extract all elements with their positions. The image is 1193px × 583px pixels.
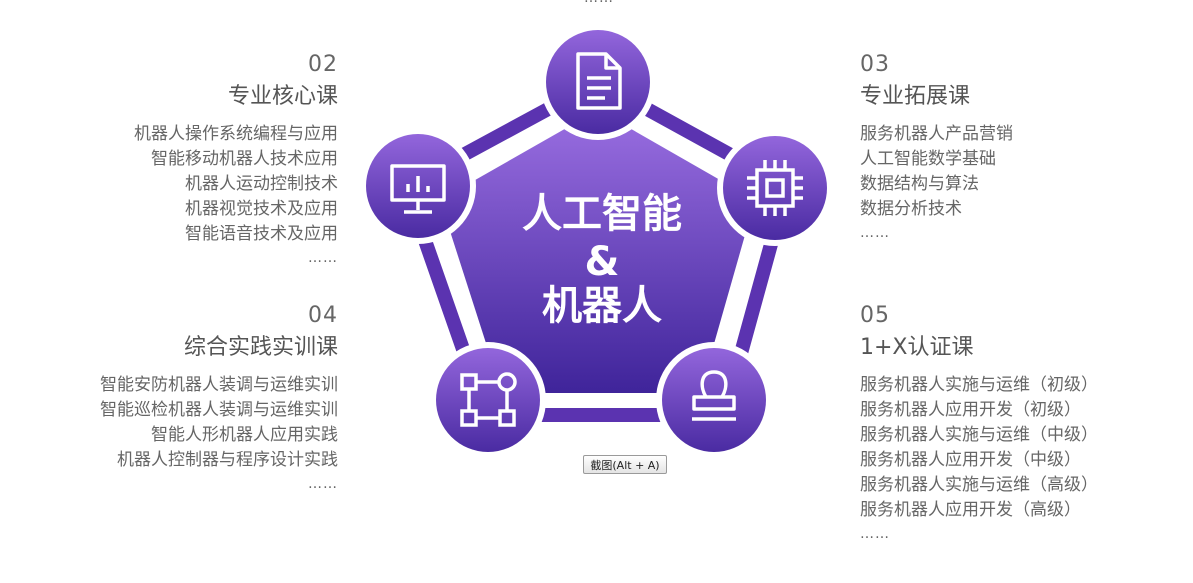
top-ellipsis: …… bbox=[584, 0, 614, 6]
center-title-line1: 人工智能 bbox=[522, 191, 682, 237]
block-title: 综合实践实训课 bbox=[183, 335, 338, 360]
node-stamp bbox=[656, 342, 772, 458]
list-item: 服务机器人产品营销 bbox=[860, 124, 1013, 144]
document-icon bbox=[576, 52, 622, 110]
monitor-chart-icon bbox=[390, 164, 446, 214]
course-list: 智能安防机器人装调与运维实训 智能巡检机器人装调与运维实训 智能人形机器人应用实… bbox=[40, 373, 338, 495]
list-item: 机器人运动控制技术 bbox=[185, 174, 338, 194]
list-item: 数据结构与算法 bbox=[860, 174, 979, 194]
list-ellipsis: …… bbox=[308, 250, 338, 266]
list-item: 数据分析技术 bbox=[860, 199, 962, 219]
list-item: 服务机器人应用开发（中级） bbox=[860, 450, 1081, 470]
screenshot-tooltip: 截图(Alt + A) bbox=[583, 455, 667, 474]
block-number: 03 bbox=[860, 52, 890, 77]
course-list: 服务机器人产品营销 人工智能数学基础 数据结构与算法 数据分析技术 …… bbox=[860, 122, 1160, 244]
node-workflow bbox=[430, 342, 546, 458]
list-item: 服务机器人实施与运维（初级） bbox=[860, 375, 1098, 395]
stamp-icon bbox=[692, 370, 736, 421]
pentagon-diagram bbox=[360, 24, 833, 458]
block-certification-courses: 05 1+X认证课 服务机器人实施与运维（初级） 服务机器人应用开发（初级） 服… bbox=[860, 303, 1180, 545]
list-item: 机器人控制器与程序设计实践 bbox=[117, 450, 338, 470]
block-extension-courses: 03 专业拓展课 服务机器人产品营销 人工智能数学基础 数据结构与算法 数据分析… bbox=[860, 52, 1160, 244]
list-item: 智能安防机器人装调与运维实训 bbox=[100, 375, 338, 395]
node-chip bbox=[717, 130, 833, 246]
block-number: 02 bbox=[308, 52, 338, 77]
block-number: 05 bbox=[860, 303, 890, 328]
course-list: 服务机器人实施与运维（初级） 服务机器人应用开发（初级） 服务机器人实施与运维（… bbox=[860, 373, 1180, 545]
center-title-ampersand: & bbox=[584, 239, 620, 285]
workflow-icon bbox=[460, 372, 517, 427]
node-document bbox=[540, 24, 656, 140]
node-monitor bbox=[360, 128, 476, 244]
list-item: 智能移动机器人技术应用 bbox=[151, 149, 338, 169]
list-ellipsis: …… bbox=[860, 526, 890, 542]
block-title: 专业核心课 bbox=[227, 84, 338, 109]
list-item: 智能巡检机器人装调与运维实训 bbox=[100, 400, 338, 420]
list-ellipsis: …… bbox=[860, 225, 890, 241]
list-item: 服务机器人应用开发（初级） bbox=[860, 400, 1081, 420]
list-item: 机器人操作系统编程与应用 bbox=[134, 124, 338, 144]
block-number: 04 bbox=[308, 303, 338, 328]
block-core-courses: 02 专业核心课 机器人操作系统编程与应用 智能移动机器人技术应用 机器人运动控… bbox=[40, 52, 338, 269]
list-item: 智能语音技术及应用 bbox=[185, 224, 338, 244]
list-item: 服务机器人应用开发（高级） bbox=[860, 500, 1081, 520]
block-practice-courses: 04 综合实践实训课 智能安防机器人装调与运维实训 智能巡检机器人装调与运维实训… bbox=[40, 303, 338, 495]
list-item: 人工智能数学基础 bbox=[860, 149, 996, 169]
list-ellipsis: …… bbox=[308, 476, 338, 492]
block-title: 专业拓展课 bbox=[860, 84, 971, 109]
chip-icon bbox=[747, 160, 803, 216]
list-item: 服务机器人实施与运维（中级） bbox=[860, 425, 1098, 445]
course-list: 机器人操作系统编程与应用 智能移动机器人技术应用 机器人运动控制技术 机器视觉技… bbox=[40, 122, 338, 269]
center-title-line3: 机器人 bbox=[542, 283, 662, 329]
list-item: 机器视觉技术及应用 bbox=[185, 199, 338, 219]
block-title: 1+X认证课 bbox=[860, 335, 974, 360]
list-item: 智能人形机器人应用实践 bbox=[151, 425, 338, 445]
list-item: 服务机器人实施与运维（高级） bbox=[860, 475, 1098, 495]
pentagon-core bbox=[440, 110, 755, 393]
